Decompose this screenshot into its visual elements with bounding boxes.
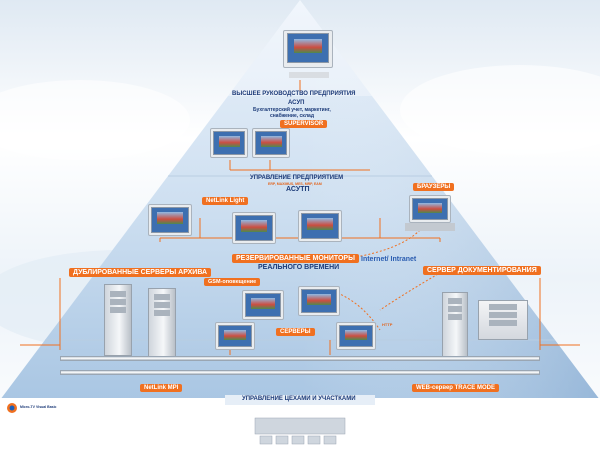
top-workstation (283, 30, 333, 80)
archive-servers-label: ДУБЛИРОВАННЫЕ СЕРВЕРЫ АРХИВА (69, 268, 212, 277)
doc-server-tower (442, 292, 468, 358)
asup-label: АСУП (288, 100, 305, 106)
netlink-mpi-label: NetLink MPI (140, 384, 183, 392)
redundant-monitors-label-2: РЕАЛЬНОГО ВРЕМЕНИ (258, 264, 340, 271)
logo-text: Micro-TV Visual Basic (20, 405, 57, 409)
asup-desc-line-1: Бухгалтерский учет, маркетинг, (253, 107, 331, 113)
rt-monitor-2 (232, 212, 276, 248)
workshops-heading: УПРАВЛЕНИЕ ЦЕХАМИ И УЧАСТКАМИ (242, 396, 356, 402)
browser-laptop (405, 195, 455, 235)
internet-label: Internet/ Intranet (361, 256, 417, 263)
asup-desc-line-2: снабжение, склад (270, 113, 314, 119)
server-monitor-4 (336, 322, 376, 354)
browsers-label: БРАУЗЕРЫ (413, 183, 455, 191)
rt-monitor-3 (298, 210, 342, 246)
http-label: HTTP (382, 322, 393, 327)
supervisor-label: SUPERVISOR (280, 120, 328, 128)
gsm-label: GSM-оповещение (204, 278, 261, 286)
redundant-monitors-label-1: РЕЗЕРВИРОВАННЫЕ МОНИТОРЫ (232, 254, 359, 263)
top-heading: ВЫСШЕЕ РУКОВОДСТВО ПРЕДПРИЯТИЯ (232, 91, 356, 97)
servers-label: СЕРВЕРЫ (276, 328, 315, 336)
server-monitor-1 (242, 290, 284, 324)
supervisor-monitor-1 (210, 128, 248, 162)
server-monitor-2 (298, 286, 340, 320)
archive-server-1 (104, 284, 132, 356)
supervisor-monitor-2 (252, 128, 290, 162)
network-bus-lower (60, 370, 540, 375)
network-bus-upper (60, 356, 540, 361)
netlink-light-label: NetLink Light (202, 197, 249, 205)
doc-server-label: СЕРВЕР ДОКУМЕНТИРОВАНИЯ (423, 266, 541, 275)
server-monitor-3 (215, 322, 255, 354)
middle-subheading: ERP, MAXIMUS, MES, MRP, EAM (268, 182, 322, 186)
asutp-label: АСУТП (286, 186, 310, 193)
archive-server-2 (148, 288, 176, 358)
web-server-label: WEB-сервер TRACE MODE (412, 384, 499, 392)
printer (478, 300, 528, 340)
rt-monitor-1 (148, 204, 192, 240)
middle-heading: УПРАВЛЕНИЕ ПРЕДПРИЯТИЕМ (250, 175, 344, 181)
